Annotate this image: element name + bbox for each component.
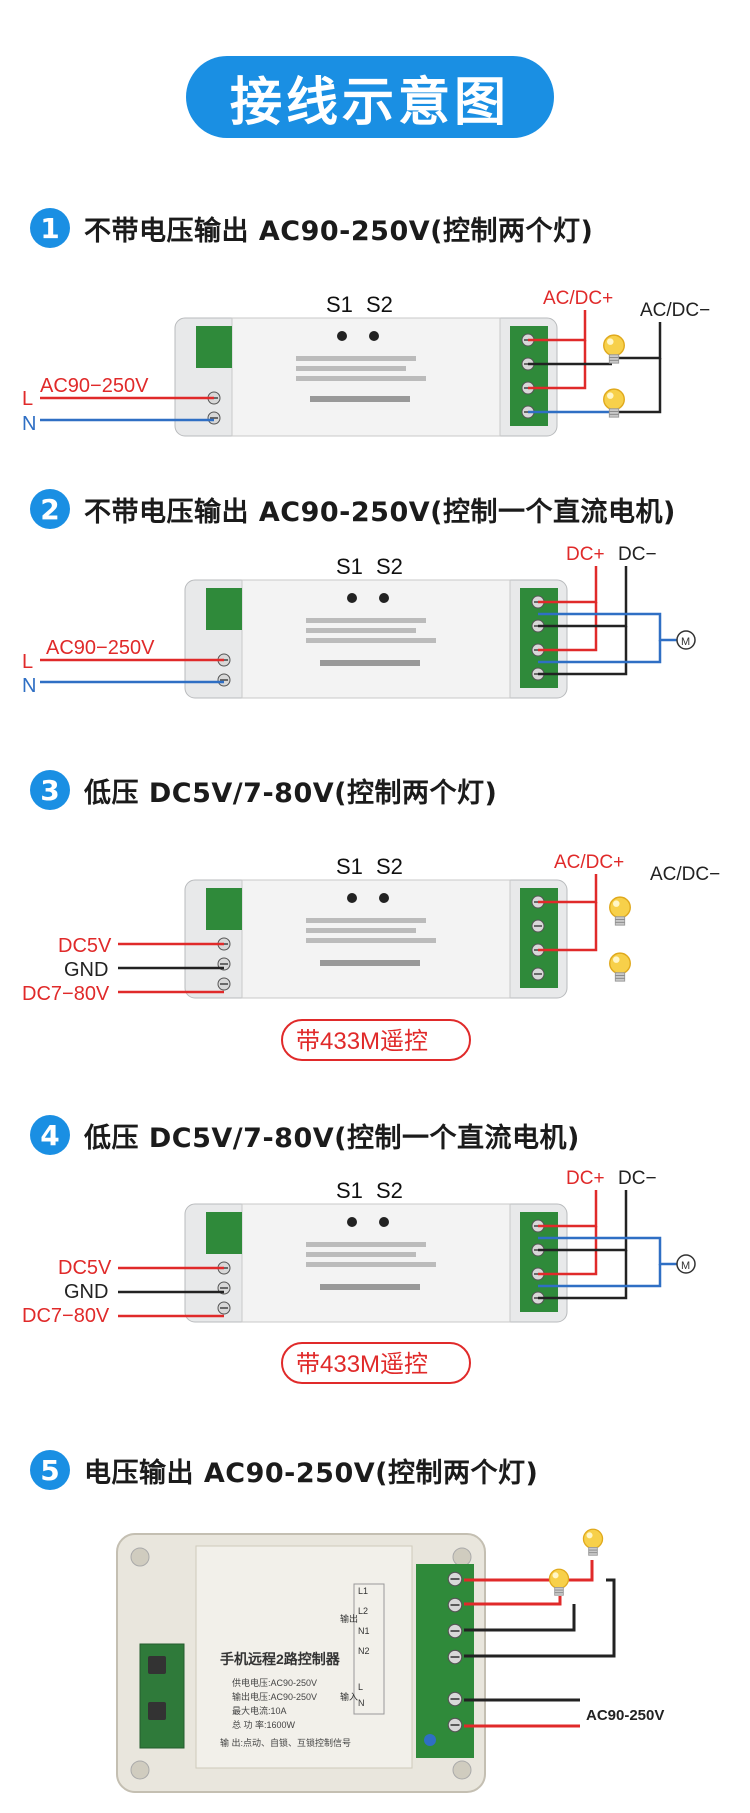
controller-title: 手机远程2路控制器: [220, 1651, 341, 1667]
label-l: L: [22, 651, 33, 673]
diagram-5: 手机远程2路控制器 供电电压:AC90-250V 输出电压:AC90-250V …: [116, 1528, 664, 1793]
motor-icon: [676, 630, 696, 650]
button-s1: [337, 331, 347, 341]
terminal-block-left: [196, 326, 232, 368]
section-5-number: 5: [30, 1450, 70, 1490]
label-motor: M: [681, 1260, 690, 1272]
label-s1: S1: [336, 1178, 363, 1203]
section-4-title: 低压 DC5V/7-80V(控制一个直流电机): [84, 1122, 580, 1154]
label-s1: S1: [336, 854, 363, 879]
label-ac-input: AC90−250V: [40, 375, 149, 397]
terminal-n2: N2: [358, 1646, 370, 1656]
motor-icon: [676, 1254, 696, 1274]
input-label: 输入: [340, 1691, 358, 1702]
label-s2: S2: [376, 1178, 403, 1203]
section-5-header: 5 电压输出 AC90-250V(控制两个灯): [30, 1448, 538, 1492]
section-1-title: 不带电压输出 AC90-250V(控制两个灯): [84, 215, 594, 247]
lamp-2-icon: [609, 952, 631, 982]
label-ac-dc-plus: AC/DC+: [543, 288, 613, 309]
diagram-1: S1 S2 AC90−250V L N AC/DC+ AC/DC−: [22, 288, 710, 437]
label-s2: S2: [376, 854, 403, 879]
label-s2: S2: [366, 292, 393, 317]
label-ac-dc-minus: AC/DC−: [640, 300, 710, 321]
label-ac-input-5: AC90-250V: [586, 1707, 664, 1724]
section-1-header: 1 不带电压输出 AC90-250V(控制两个灯): [30, 206, 593, 250]
label-dc-minus: DC−: [618, 544, 657, 565]
diagram-2: S1 S2 AC90−250V L N DC+ DC− M: [22, 544, 696, 699]
label-ac-dc-minus: AC/DC−: [650, 864, 720, 885]
label-n: N: [22, 675, 36, 697]
label-s1: S1: [326, 292, 353, 317]
terminal-n1: N1: [358, 1626, 370, 1636]
section-1-number: 1: [30, 208, 70, 248]
page-title-pill: 接线示意图: [186, 56, 554, 138]
label-ac-input: AC90−250V: [46, 637, 155, 659]
label-dc5v: DC5V: [58, 935, 112, 957]
remote-badge: [281, 1342, 471, 1384]
terminal-block: [416, 1564, 474, 1758]
section-3-title: 低压 DC5V/7-80V(控制两个灯): [84, 777, 498, 809]
controller-spec-2: 输出电压:AC90-250V: [232, 1691, 317, 1702]
section-2-header: 2 不带电压输出 AC90-250V(控制一个直流电机): [30, 487, 676, 531]
section-5-title: 电压输出 AC90-250V(控制两个灯): [84, 1457, 539, 1489]
label-gnd: GND: [64, 1281, 108, 1303]
terminal-block-left: [206, 588, 242, 630]
section-3-number: 3: [30, 770, 70, 810]
label-motor: M: [681, 636, 690, 648]
label-s1: S1: [336, 554, 363, 579]
section-4-number: 4: [30, 1115, 70, 1155]
output-label: 输出: [340, 1613, 358, 1624]
label-dc-minus: DC−: [618, 1168, 657, 1189]
remote-badge-label: 带433M遥控: [296, 1351, 428, 1378]
lamp-2-icon: [582, 1528, 604, 1556]
section-2-title: 不带电压输出 AC90-250V(控制一个直流电机): [84, 496, 676, 528]
label-n: N: [22, 413, 36, 435]
label-dc-plus: DC+: [566, 544, 605, 565]
section-2-number: 2: [30, 489, 70, 529]
remote-badge: [281, 1019, 471, 1061]
label-dc-plus: DC+: [566, 1168, 605, 1189]
section-4-header: 4 低压 DC5V/7-80V(控制一个直流电机): [30, 1113, 580, 1157]
label-dc5v: DC5V: [58, 1257, 112, 1279]
controller-spec-5: 输 出:点动、自锁、互锁控制信号: [220, 1737, 351, 1748]
diagram-3: S1 S2 DC5V GND DC7−80V AC/DC+ AC/DC− 带43…: [22, 852, 720, 1061]
remote-badge-label: 带433M遥控: [296, 1028, 428, 1055]
relay-module-label-plate: [231, 317, 501, 437]
controller-spec-4: 总 功 率:1600W: [232, 1719, 296, 1730]
lamp-1-icon: [609, 896, 631, 926]
diagram-4: S1 S2 DC5V GND DC7−80V DC+ DC− M: [22, 1168, 696, 1384]
label-dc7-80v: DC7−80V: [22, 983, 110, 1005]
terminal-in-n: N: [358, 1698, 365, 1708]
terminal-in-l: L: [358, 1682, 363, 1692]
label-gnd: GND: [64, 959, 108, 981]
controller-spec-3: 最大电流:10A: [232, 1705, 287, 1716]
terminal-l1: L1: [358, 1586, 368, 1596]
lamp-1-icon: [548, 1568, 570, 1596]
label-l: L: [22, 388, 33, 410]
terminal-block-left: [206, 888, 242, 930]
button-s2: [369, 331, 379, 341]
controller-label-plate: [195, 1545, 413, 1769]
terminal-block-left: [206, 1212, 242, 1254]
label-ac-dc-plus: AC/DC+: [554, 852, 624, 873]
terminal-l2: L2: [358, 1606, 368, 1616]
label-dc7-80v: DC7−80V: [22, 1305, 110, 1327]
page-title: 接线示意图: [229, 72, 510, 133]
controller-spec-1: 供电电压:AC90-250V: [232, 1677, 317, 1688]
section-3-header: 3 低压 DC5V/7-80V(控制两个灯): [30, 768, 497, 812]
label-s2: S2: [376, 554, 403, 579]
